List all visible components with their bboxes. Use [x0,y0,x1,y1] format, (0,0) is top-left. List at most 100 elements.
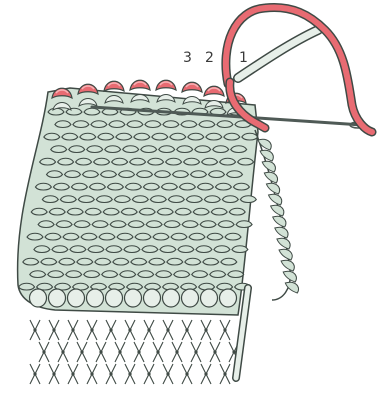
garter-stitch [206,133,222,140]
garter-stitch [77,258,93,265]
garter-stitch [132,196,148,203]
garter-stitch [52,246,68,253]
garter-stitch [199,121,215,128]
garter-stitch [207,233,223,240]
garter-stitch [40,158,56,165]
garter-stitch [218,221,234,228]
garter-stitch [197,183,213,190]
garter-stitch [80,133,96,140]
garter-stitch [167,258,183,265]
garter-stitch [119,171,135,178]
garter-stitch [191,171,207,178]
garter-stitch [89,183,105,190]
selvedge-stitch [260,150,273,161]
garter-stitch [163,121,179,128]
garter-stitch [200,221,216,228]
garter-stitch [70,246,86,253]
cast-on-loop [125,289,142,307]
garter-stitch [202,158,218,165]
garter-stitch [222,196,238,203]
garter-stitch [96,196,112,203]
garter-stitch [58,158,74,165]
cast-on-loop [30,289,47,307]
garter-stitch [220,158,236,165]
garter-stitch [221,258,237,265]
garter-stitch [227,171,243,178]
garter-stitch [76,158,92,165]
garter-stitch [146,221,162,228]
garter-stitch [173,171,189,178]
garter-stitch [149,258,165,265]
garter-stitch [41,258,57,265]
garter-stitch [184,158,200,165]
cast-on-loop [182,289,199,307]
garter-stitch [150,196,166,203]
garter-stitch [193,208,209,215]
garter-stitch [134,133,150,140]
garter-stitch [81,233,97,240]
garter-stitch [34,246,50,253]
garter-stitch [171,233,187,240]
garter-stitch [159,146,175,153]
garter-stitch [48,271,64,278]
garter-stitch [92,221,108,228]
garter-stitch [186,196,202,203]
garter-stitch [31,208,47,215]
garter-stitch [152,133,168,140]
garter-stitch [145,121,161,128]
garter-stitch [99,233,115,240]
garter-stitch [195,146,211,153]
garter-stitch [174,271,190,278]
garter-stitch [215,183,231,190]
garter-stitch [213,146,229,153]
garter-stitch [142,246,158,253]
garter-stitch [117,233,133,240]
garter-stitch [238,158,254,165]
garter-stitch [128,221,144,228]
garter-stitch [130,158,146,165]
garter-stitch [209,171,225,178]
garter-stitch [102,271,118,278]
selvedge-stitch [275,227,288,238]
garter-stitch [157,208,173,215]
garter-stitch [178,246,194,253]
garter-stitch [168,196,184,203]
garter-stitch [120,271,136,278]
garter-stitch [42,196,58,203]
garter-stitch [105,146,121,153]
garter-stitch [196,246,212,253]
garter-stitch [188,133,204,140]
garter-stitch [113,258,129,265]
garter-stitch [101,171,117,178]
garter-stitch [73,121,89,128]
garter-stitch [71,183,87,190]
garter-stitch [51,146,67,153]
garter-stitch [139,208,155,215]
selvedge-stitch [279,249,292,260]
garter-stitch [236,221,252,228]
garter-stitch [44,133,60,140]
garter-stitch [229,208,245,215]
garter-stitch [127,121,143,128]
garter-stitch [45,233,61,240]
garter-stitch [55,121,71,128]
garter-stitch [19,283,35,290]
garter-stitch [35,183,51,190]
garter-stitch [228,271,244,278]
garter-stitch [124,246,140,253]
selvedge-stitch [269,194,282,205]
garter-stitch [217,121,233,128]
step-label-3: 3 [183,50,192,66]
garter-stitch [137,171,153,178]
garter-stitch [103,208,119,215]
garter-stitch [181,121,197,128]
garter-stitch [65,171,81,178]
garter-stitch [177,146,193,153]
garter-stitch [125,183,141,190]
garter-stitch [161,183,177,190]
garter-stitch [179,183,195,190]
garter-stitch [109,121,125,128]
garter-stitch [84,271,100,278]
cast-on-loop [220,289,237,307]
garter-stitch [48,108,64,115]
